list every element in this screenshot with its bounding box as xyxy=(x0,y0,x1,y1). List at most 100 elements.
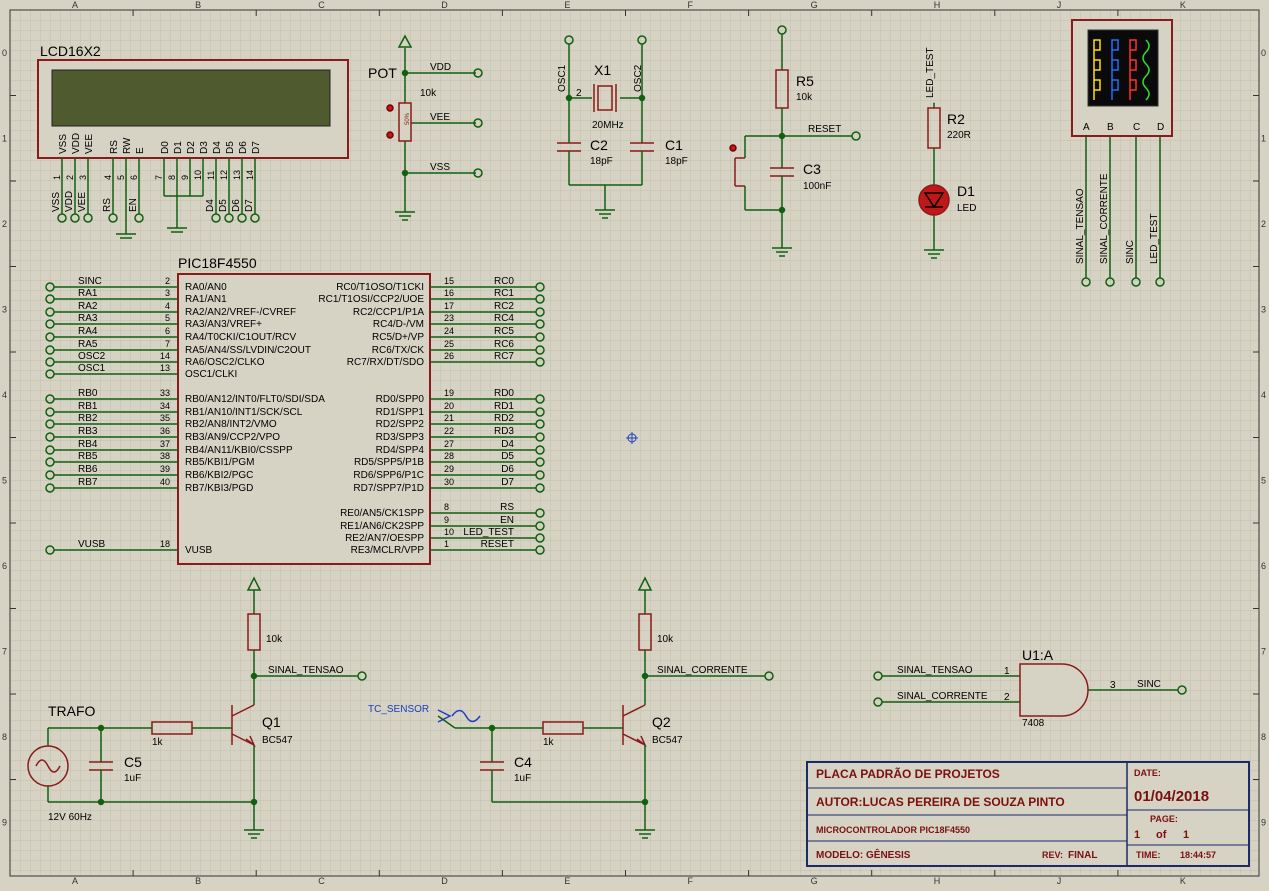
q1-net: SINAL_TENSAO xyxy=(268,665,344,676)
mcu-left-pin-number: 35 xyxy=(160,413,170,423)
c4-name: C4 xyxy=(514,754,532,770)
mcu-right-net: D5 xyxy=(501,451,514,462)
pot-net-vee: VEE xyxy=(430,112,450,123)
mcu-left-pin-number: 39 xyxy=(160,464,170,474)
border-col-top: J xyxy=(1057,0,1062,10)
q2-type: BC547 xyxy=(652,735,683,746)
border-row-right: 1 xyxy=(1261,134,1266,144)
mcu-left-pin-name: RB6/KBI2/PGC xyxy=(185,470,253,481)
mcu-left-pin-name: RB3/AN9/CCP2/VPO xyxy=(185,432,280,443)
border-row-right: 2 xyxy=(1261,219,1266,229)
mcu-left-pin-name: RA0/AN0 xyxy=(185,282,227,293)
lcd-pin-label: D6 xyxy=(238,141,249,154)
trafo-name: TRAFO xyxy=(48,703,96,719)
mcu-right-net: RD2 xyxy=(494,413,514,424)
mcu-right-pin-name: RD2/SPP2 xyxy=(376,419,425,430)
c2-value: 18pF xyxy=(590,156,613,167)
scope-channel-label: C xyxy=(1133,122,1140,133)
border-col-top: B xyxy=(195,0,201,10)
mcu-left-net: SINC xyxy=(78,276,102,287)
border-col-bottom: D xyxy=(441,876,448,886)
border-row-left: 6 xyxy=(2,561,7,571)
lcd-pin-label: D1 xyxy=(173,141,184,154)
pot-value: 10k xyxy=(420,88,437,99)
tc-sensor-label: TC_SENSOR xyxy=(368,704,429,715)
border-row-left: 5 xyxy=(2,476,7,486)
mcu-right-pin-number: 29 xyxy=(444,464,454,474)
mcu-right-net: RC4 xyxy=(494,313,514,324)
title-rev: FINAL xyxy=(1068,850,1097,861)
mcu-left-pin-name: RB7/KBI3/PGD xyxy=(185,483,253,494)
lcd-net-label: D5 xyxy=(218,199,229,212)
lcd-pin-number: 14 xyxy=(245,170,255,180)
title-modelo: MODELO: GÊNESIS xyxy=(816,848,911,861)
title-of: of xyxy=(1156,829,1167,841)
gate-pin2: 2 xyxy=(1004,692,1010,703)
mcu-left-net: RB6 xyxy=(78,464,98,475)
mcu-left-pin-number: 5 xyxy=(165,313,170,323)
lcd-net-label: EN xyxy=(128,198,139,212)
lcd-pin-number: 11 xyxy=(206,171,216,180)
mcu-right-pin-name: RD6/SPP6/P1C xyxy=(353,470,424,481)
q2-rbase-value: 1k xyxy=(543,737,555,748)
border-row-right: 0 xyxy=(1261,48,1266,58)
mcu-right-pin-name: RD7/SPP7/P1D xyxy=(353,483,424,494)
mcu-right-pin-number: 15 xyxy=(444,276,454,286)
mcu-left-net: RB1 xyxy=(78,401,98,412)
mcu-left-pin-name: RA1/AN1 xyxy=(185,294,227,305)
gate-pin1: 1 xyxy=(1004,666,1010,677)
mcu-right-pin-name: RC5/D+/VP xyxy=(372,332,424,343)
mcu-left-pin-name: RB4/AN11/KBI0/CSSPP xyxy=(185,445,293,456)
mcu-right-net: RC7 xyxy=(494,351,514,362)
border-row-right: 7 xyxy=(1261,647,1266,657)
title-line1: PLACA PADRÃO DE PROJETOS xyxy=(816,766,1000,781)
lcd-pin-label: RW xyxy=(122,137,133,154)
mcu-left-pin-number: 36 xyxy=(160,426,170,436)
title-line3: MICROCONTROLADOR PIC18F4550 xyxy=(816,825,970,835)
pot-wiper: 50% xyxy=(405,112,411,125)
mcu-right-pin-name: RC2/CCP1/P1A xyxy=(353,307,424,318)
scope-net-label: LED_TEST xyxy=(1149,213,1160,264)
lcd-pin-number: 6 xyxy=(129,175,139,180)
mcu-left-pin-number: 3 xyxy=(165,288,170,298)
mcu-right-pin-name: RC0/T1OSO/T1CKI xyxy=(336,282,424,293)
mcu-left-pin-number: 4 xyxy=(165,301,170,311)
lcd-pin-number: 12 xyxy=(219,170,229,180)
lcd-pin-number: 9 xyxy=(180,175,190,180)
title-time: 18:44:57 xyxy=(1180,850,1216,860)
lcd-pin-number: 1 xyxy=(52,175,62,180)
mcu-right-pin-number: 23 xyxy=(444,313,454,323)
lcd-pin-label: E xyxy=(135,147,146,154)
border-row-right: 5 xyxy=(1261,476,1266,486)
mcu-left-net: RB5 xyxy=(78,451,98,462)
lcd-pin-label: VEE xyxy=(84,134,95,154)
mcu-left-net: RA3 xyxy=(78,313,98,324)
lcd-net-label: D7 xyxy=(244,199,255,212)
mcu-left-net: OSC2 xyxy=(78,351,106,362)
border-col-top: H xyxy=(934,0,941,10)
lcd-pin-label: D0 xyxy=(160,141,171,154)
mcu-right-pin-name: RD4/SPP4 xyxy=(376,445,425,456)
mcu-left-pin-name: RA2/AN2/VREF-/CVREF xyxy=(185,307,296,318)
mcu-left-net: VUSB xyxy=(78,539,106,550)
mcu-right-pin-number: 22 xyxy=(444,426,454,436)
c3-value: 100nF xyxy=(803,181,831,192)
lcd-pin-label: VDD xyxy=(71,133,82,154)
mcu-right-net: EN xyxy=(500,515,514,526)
mcu-right-net: RD1 xyxy=(494,401,514,412)
mcu-right-pin-name: RD5/SPP5/P1B xyxy=(354,457,424,468)
lcd-pin-number: 13 xyxy=(232,170,242,180)
mcu-right-pin-name: RE2/AN7/OESPP xyxy=(345,533,424,544)
lcd-pin-label: D7 xyxy=(251,141,262,154)
osc1-label: OSC1 xyxy=(557,64,568,92)
r5-value: 10k xyxy=(796,92,813,103)
mcu-right-net: RC2 xyxy=(494,301,514,312)
mcu-left-pin-name: OSC1/CLKI xyxy=(185,369,237,380)
mcu-right-net: RD0 xyxy=(494,388,514,399)
mcu-left-net: RB2 xyxy=(78,413,98,424)
mcu-left-pin-name: RB5/KBI1/PGM xyxy=(185,457,254,468)
mcu-right-net: D6 xyxy=(501,464,514,475)
mcu-right-pin-number: 30 xyxy=(444,477,454,487)
